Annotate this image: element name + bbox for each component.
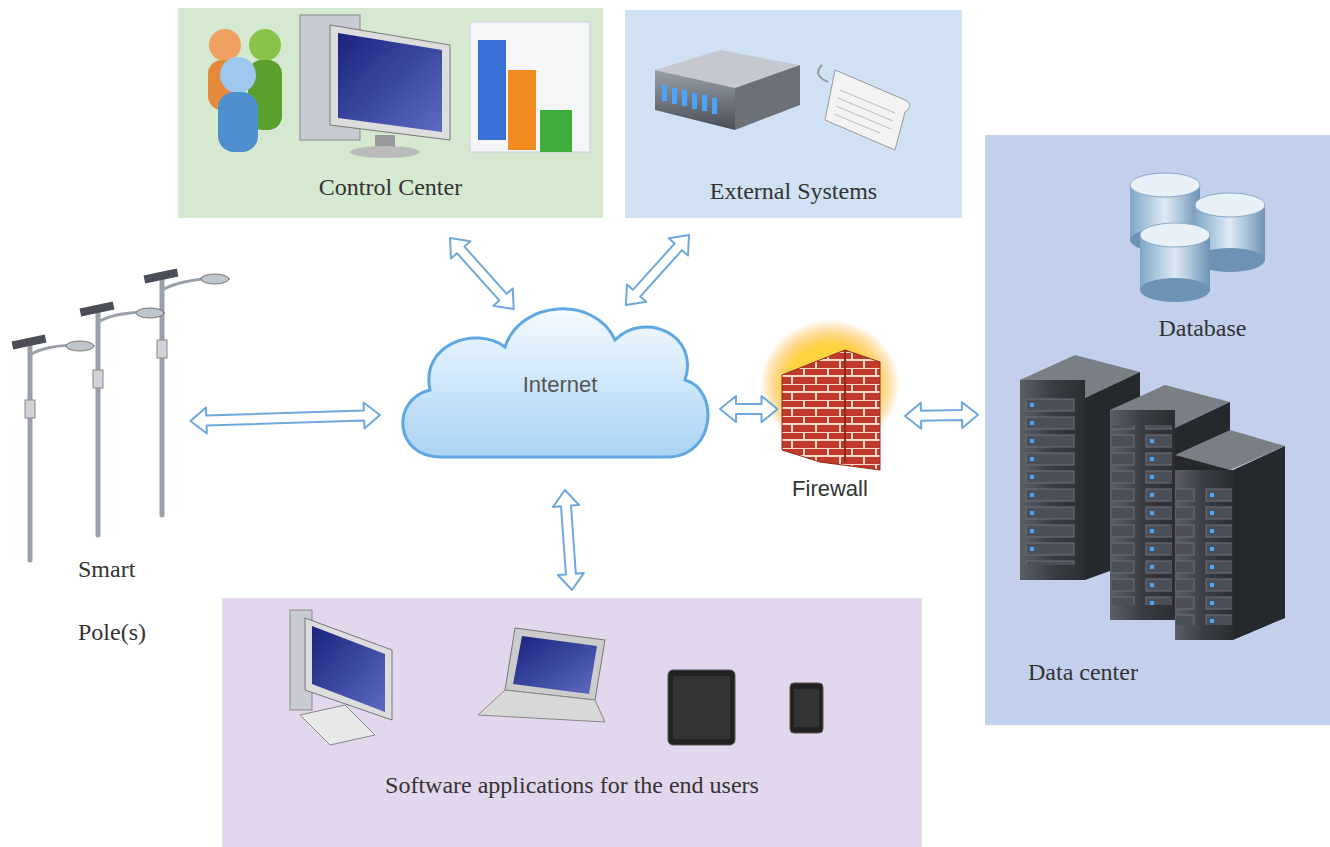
node-label: Firewall <box>792 476 868 502</box>
internet-cloud: Internet <box>385 285 715 485</box>
node-label: Data center <box>1028 658 1138 687</box>
double-arrow <box>190 403 380 434</box>
node-label: Database <box>1159 314 1247 343</box>
people-icon <box>208 29 282 152</box>
data-center-panel: Data center Database <box>985 135 1330 725</box>
double-arrow <box>905 402 978 429</box>
database-icon <box>1130 173 1265 302</box>
devices-icons <box>290 610 823 745</box>
double-arrow <box>720 396 778 422</box>
node-label: Smart Pole(s) <box>78 538 173 665</box>
smart-poles-node: Smart Pole(s) <box>10 265 230 665</box>
firewall-node: Firewall <box>755 330 905 502</box>
node-label: Internet <box>523 372 598 398</box>
smart-poles-icon <box>12 269 229 560</box>
firewall-icon <box>760 320 900 470</box>
document-scroll-icon <box>818 65 910 150</box>
end-user-apps-panel: Software applications for the end users <box>222 598 922 847</box>
double-arrow <box>553 490 584 590</box>
database-node: Database <box>1115 175 1290 343</box>
external-systems-panel: External Systems <box>625 10 962 218</box>
monitor-icon <box>300 15 450 158</box>
chart-icon <box>470 22 590 152</box>
node-label: Software applications for the end users <box>385 771 759 800</box>
server-icon <box>655 50 800 130</box>
control-center-panel: Control Center <box>178 8 603 218</box>
double-arrow <box>450 238 514 309</box>
node-label: External Systems <box>710 177 877 206</box>
node-label: Control Center <box>319 173 462 202</box>
double-arrow <box>626 235 689 305</box>
server-racks <box>1020 355 1285 640</box>
